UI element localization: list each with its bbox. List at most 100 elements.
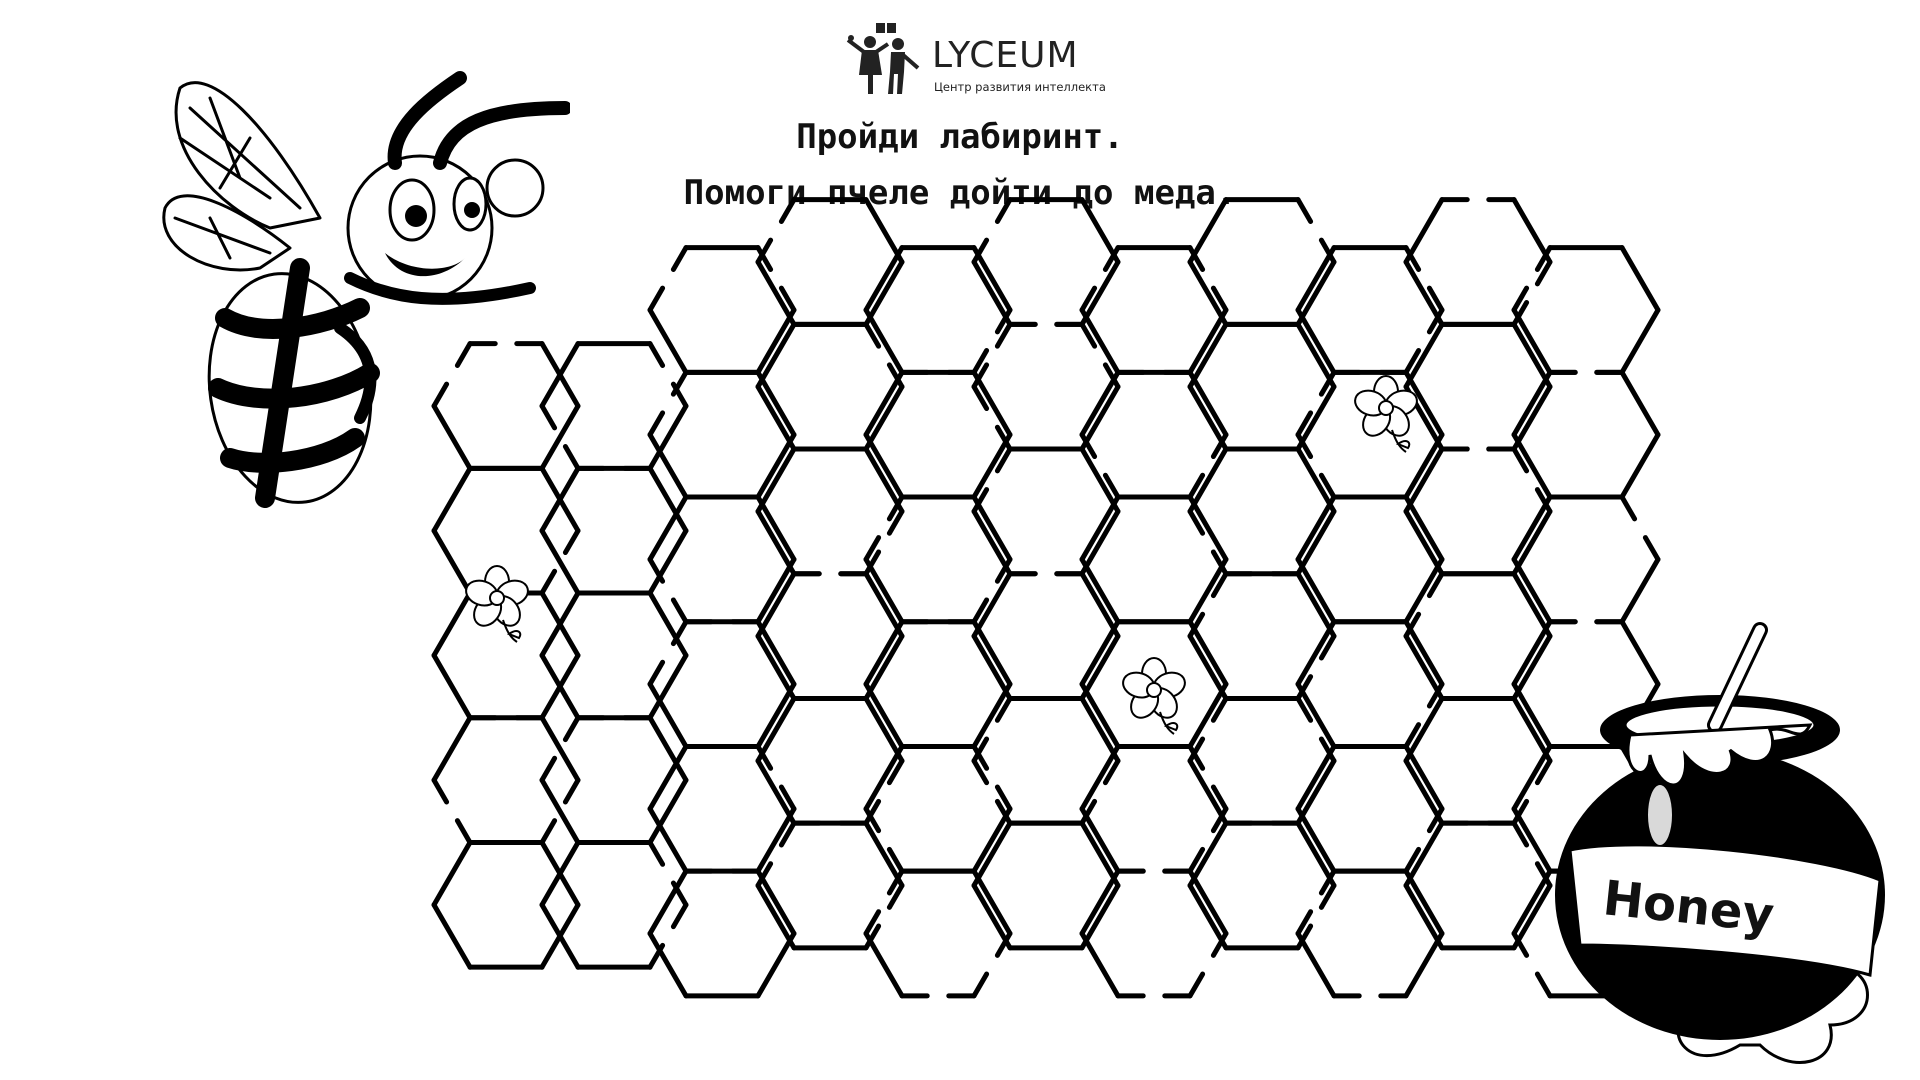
maze-wall — [1511, 681, 1553, 749]
maze-wall — [539, 777, 581, 845]
maze-wall — [1079, 321, 1098, 349]
maze-wall — [755, 861, 774, 889]
maze-wall — [1295, 909, 1314, 937]
maze-wall — [1187, 508, 1206, 536]
maze-wall — [1403, 245, 1422, 272]
honey-pot-icon — [1555, 622, 1885, 1064]
maze-wall — [863, 197, 905, 265]
maze-wall — [1318, 883, 1337, 910]
maze-wall — [1403, 868, 1445, 937]
maze-wall — [1187, 245, 1206, 272]
logo-brand: LYCEUM — [932, 35, 1079, 76]
maze-wall — [1619, 369, 1661, 438]
maze-wall — [755, 369, 797, 438]
maze-wall — [1295, 508, 1337, 577]
maze-wall — [1079, 695, 1121, 764]
maze-wall — [1295, 931, 1337, 999]
maze-wall — [1403, 556, 1445, 625]
maze-wall — [539, 590, 581, 658]
maze-wall — [971, 508, 1013, 577]
maze-wall — [971, 597, 990, 625]
maze-wall — [539, 465, 581, 534]
bee-icon — [162, 71, 570, 508]
maze-wall — [863, 681, 905, 749]
page-subtitle: Помоги пчеле дойти до меда. — [683, 173, 1237, 213]
maze-wall — [863, 556, 905, 625]
maze-wall — [1295, 432, 1314, 460]
maze-wall — [670, 902, 689, 930]
maze-wall — [1079, 798, 1098, 826]
maze-wall — [1511, 307, 1553, 375]
maze-wall — [1187, 883, 1229, 951]
maze-wall — [1403, 348, 1422, 375]
maze-wall — [647, 806, 689, 874]
maze-wall — [1295, 410, 1314, 438]
maze-wall — [755, 571, 797, 639]
maze-wall — [971, 487, 990, 514]
maze-wall — [647, 403, 689, 471]
maze-wall — [755, 806, 797, 874]
maze-wall — [1534, 971, 1553, 999]
maze-wall — [1187, 446, 1229, 514]
maze-wall — [539, 818, 558, 845]
maze-wall — [1619, 245, 1661, 313]
maze-wall — [1295, 674, 1314, 701]
maze-wall — [886, 362, 905, 390]
maze-wall — [431, 590, 473, 658]
maze-wall — [1619, 432, 1661, 500]
maze-wall — [1295, 743, 1337, 812]
maze-wall — [971, 432, 1013, 500]
maze-wall — [1511, 798, 1530, 826]
maze-wall — [1295, 245, 1337, 313]
maze-wall — [647, 465, 689, 534]
maze-wall — [647, 931, 689, 999]
maze-wall — [1295, 923, 1314, 951]
maze-wall — [1318, 633, 1337, 661]
maze-wall — [1534, 245, 1553, 272]
maze-wall — [778, 820, 797, 848]
maze-wall — [647, 715, 689, 783]
maze-wall — [1079, 432, 1098, 460]
maze-wall — [647, 307, 689, 375]
maze-wall — [755, 695, 797, 764]
maze-wall — [971, 571, 1013, 639]
maze-wall — [1511, 883, 1553, 951]
maze-wall — [863, 321, 882, 349]
maze-wall — [886, 846, 905, 874]
maze-wall — [1511, 197, 1553, 265]
maze-wall — [1534, 487, 1553, 514]
maze-wall — [1318, 736, 1337, 764]
maze-wall — [755, 321, 797, 390]
maze-wall — [562, 528, 581, 556]
maze-wall — [647, 652, 689, 721]
flower-icon — [1122, 657, 1186, 735]
maze-wall — [1511, 384, 1553, 452]
maze-wall — [863, 369, 905, 438]
maze-wall — [1511, 931, 1530, 958]
maze-wall — [1210, 806, 1229, 834]
maze-wall — [971, 883, 1013, 951]
maze-wall — [863, 446, 905, 514]
maze-wall — [1210, 549, 1229, 577]
maze-wall — [1295, 619, 1337, 687]
maze-wall — [1403, 432, 1445, 500]
maze-wall — [971, 868, 1013, 937]
maze-wall — [1187, 321, 1229, 390]
maze-wall — [1295, 681, 1337, 749]
maze-wall — [1295, 197, 1314, 224]
maze-wall — [863, 931, 905, 999]
maze-wall — [1426, 806, 1445, 834]
maze-wall — [1318, 472, 1337, 500]
flower-icon — [465, 565, 529, 643]
maze-wall — [886, 758, 905, 786]
maze-wall — [1295, 695, 1314, 723]
maze-wall — [755, 494, 797, 562]
maze-wall — [1187, 868, 1229, 937]
maze-wall — [431, 528, 473, 596]
maze-wall — [1102, 758, 1121, 786]
maze-wall — [994, 446, 1013, 474]
maze-wall — [1079, 259, 1121, 327]
maze-wall — [1403, 633, 1445, 701]
maze-wall — [1511, 446, 1530, 474]
maze-wall — [1295, 556, 1337, 625]
